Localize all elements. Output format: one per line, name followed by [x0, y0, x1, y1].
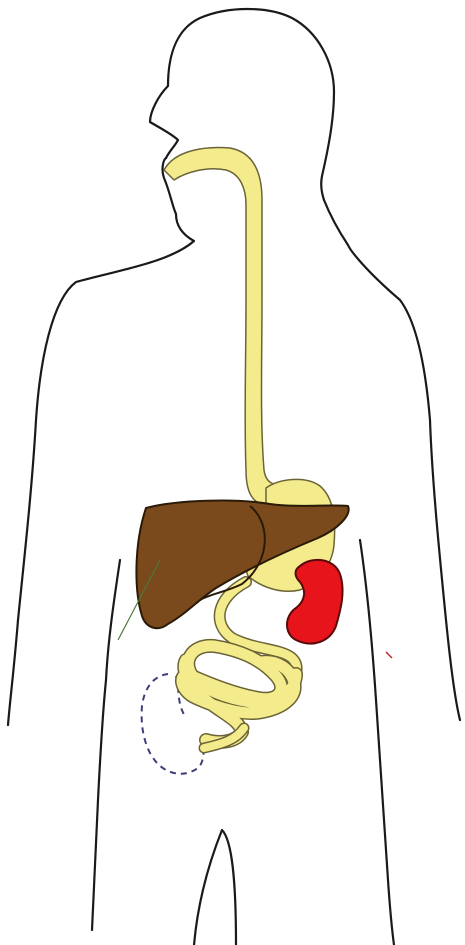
esophagus [164, 148, 296, 506]
stray-mark-red [386, 652, 392, 658]
small-intestine [182, 646, 296, 748]
red-organ [287, 560, 343, 644]
